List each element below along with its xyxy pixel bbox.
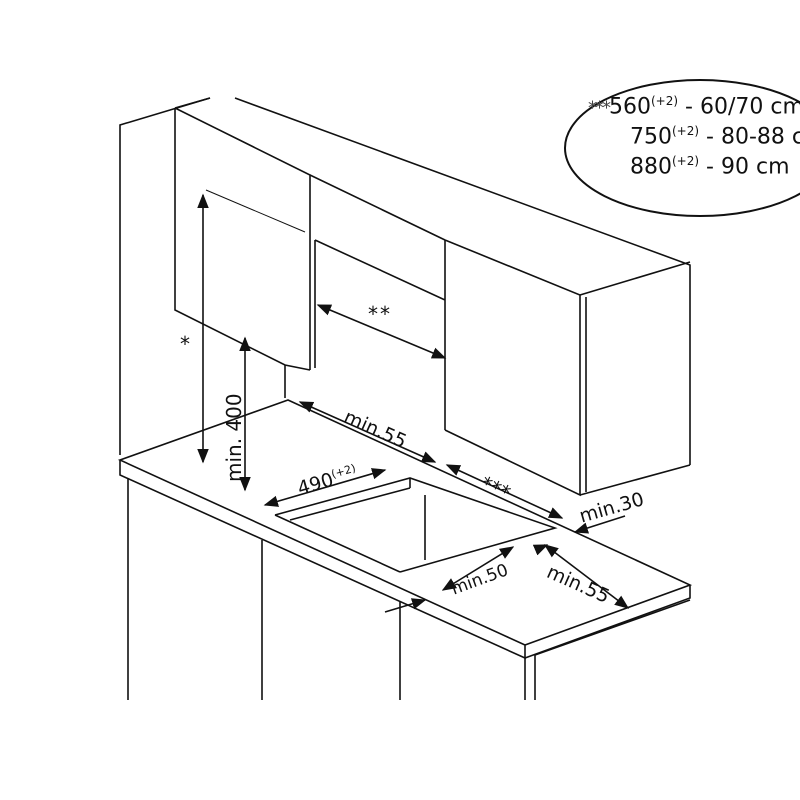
hood-height-label: * (180, 332, 190, 356)
left-cabinet (174, 97, 311, 398)
hood-width-label: ** (368, 302, 392, 326)
hood (309, 174, 446, 430)
legend-row-560: ***560(+2) - 60/70 cm (588, 94, 800, 120)
countertop (117, 399, 693, 660)
base-cabinets (127, 478, 691, 700)
right-cabinet (444, 239, 691, 497)
legend-row-750: 750(+2) - 80-88 cm (630, 124, 800, 150)
min-400-label: min. 400 (222, 393, 246, 482)
legend-ellipse (564, 79, 800, 217)
legend-row-880: 880(+2) - 90 cm (630, 154, 790, 180)
legend-marker: *** (588, 97, 611, 119)
